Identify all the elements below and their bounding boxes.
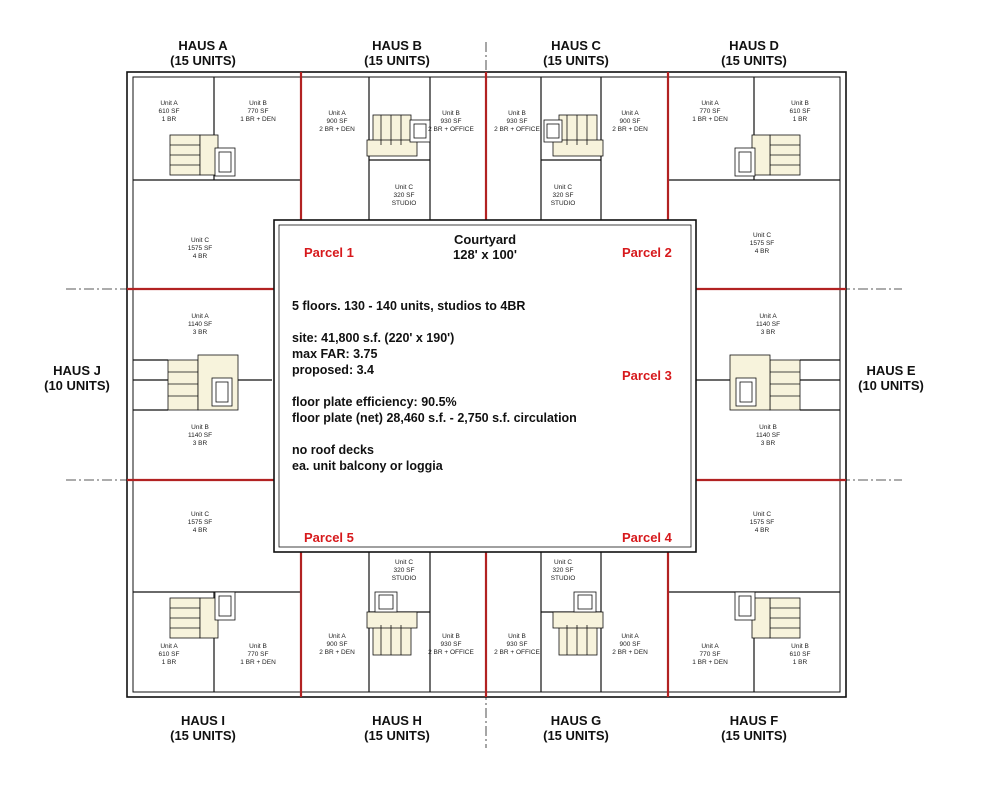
note-line: floor plate efficiency: 90.5% — [292, 395, 457, 409]
note-line: proposed: 3.4 — [292, 363, 374, 377]
haus-e-label: HAUS E(10 UNITS) — [858, 363, 924, 393]
stair-cores — [167, 114, 801, 656]
note-line — [292, 314, 692, 330]
haus-a-label: HAUS A(15 UNITS) — [170, 38, 236, 68]
parcel-2-label: Parcel 2 — [622, 245, 672, 260]
haus-b-label: HAUS B(15 UNITS) — [364, 38, 430, 68]
party-walls — [127, 72, 846, 697]
note-line: max FAR: 3.75 — [292, 347, 378, 361]
project-notes: 5 floors. 130 - 140 units, studios to 4B… — [292, 298, 692, 474]
note-line: site: 41,800 s.f. (220' x 190') — [292, 331, 455, 345]
haus-c-label: HAUS C(15 UNITS) — [543, 38, 609, 68]
note-line — [292, 426, 692, 442]
note-line: no roof decks — [292, 443, 374, 457]
courtyard-outline — [273, 219, 697, 553]
parcel-1-label: Parcel 1 — [304, 245, 354, 260]
core-haus-h — [366, 591, 418, 656]
core-haus-c — [543, 114, 604, 157]
core-haus-i — [169, 591, 236, 639]
note-line — [292, 378, 692, 394]
note-line: 5 floors. 130 - 140 units, studios to 4B… — [292, 299, 526, 313]
core-haus-e — [729, 354, 801, 411]
haus-i-label: HAUS I(15 UNITS) — [170, 713, 236, 743]
note-line: ea. unit balcony or loggia — [292, 459, 443, 473]
haus-g-label: HAUS G(15 UNITS) — [543, 713, 609, 743]
core-haus-b — [366, 114, 431, 157]
core-haus-j — [167, 354, 239, 411]
haus-h-label: HAUS H(15 UNITS) — [364, 713, 430, 743]
parcel-3-label: Parcel 3 — [622, 368, 672, 383]
parcel-4-label: Parcel 4 — [622, 530, 672, 545]
haus-j-label: HAUS J(10 UNITS) — [44, 363, 110, 393]
haus-d-label: HAUS D(15 UNITS) — [721, 38, 787, 68]
core-haus-f — [734, 591, 801, 639]
core-haus-a — [169, 134, 236, 177]
core-haus-d — [734, 134, 801, 177]
core-haus-g — [552, 591, 604, 656]
parcel-5-label: Parcel 5 — [304, 530, 354, 545]
haus-f-label: HAUS F(15 UNITS) — [721, 713, 787, 743]
note-line: floor plate (net) 28,460 s.f. - 2,750 s.… — [292, 411, 577, 425]
